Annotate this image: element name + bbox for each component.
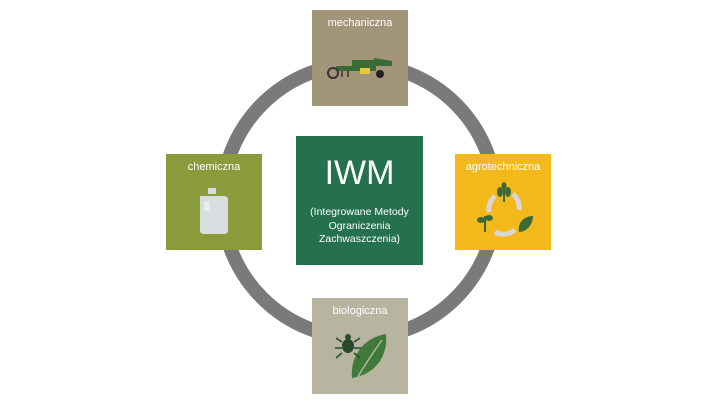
center-subtitle: (Integrowane Metody Ograniczenia Zachwas… (310, 206, 409, 245)
method-box-agrotechnical: agrotechniczna (455, 154, 551, 250)
method-label-agrotechnical: agrotechniczna (465, 161, 541, 173)
method-label-mechanical: mechaniczna (327, 17, 393, 29)
crop-rotation-icon (477, 182, 533, 237)
insect-leaf-icon (335, 334, 387, 381)
method-label-chemical: chemiczna (187, 161, 241, 173)
method-box-chemical: chemiczna (166, 154, 262, 250)
center-title: IWM (324, 154, 395, 192)
method-box-mechanical: mechaniczna (312, 10, 408, 106)
method-label-biological: biologiczna (332, 305, 388, 317)
tractor-cultivator-icon (327, 58, 392, 79)
canister-icon (200, 188, 228, 234)
method-box-biological: biologiczna (312, 298, 408, 394)
center-box-iwm: IWM (Integrowane Metody Ograniczenia Zac… (296, 136, 423, 265)
